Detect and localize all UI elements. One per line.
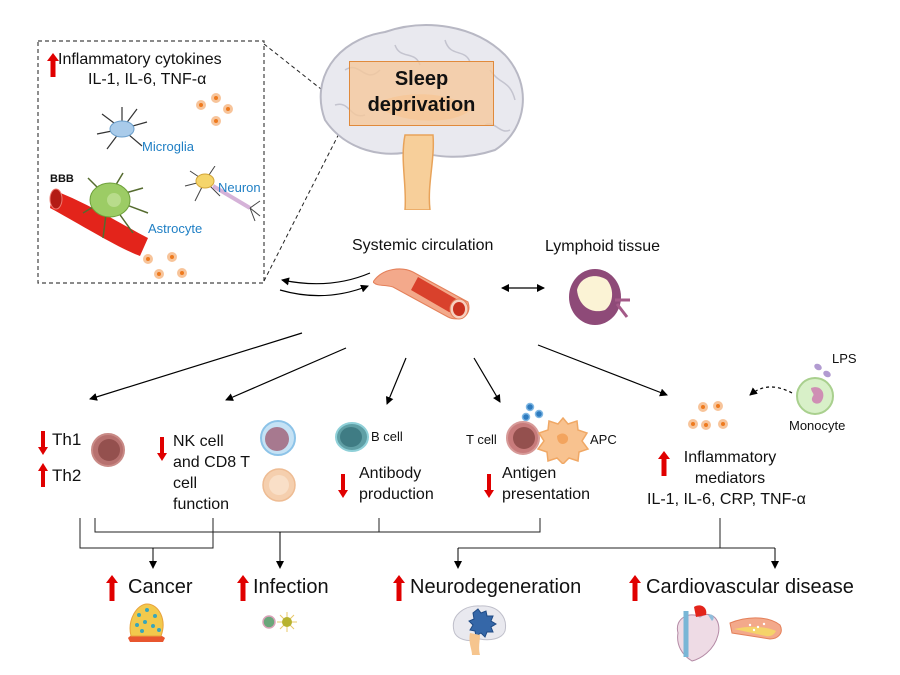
arrow-monocyte — [749, 386, 793, 396]
antibody-line-2: production — [359, 486, 434, 503]
inflammatory-markers: IL-1, IL-6, CRP, TNF-α — [647, 491, 806, 508]
up-arrow-icon — [47, 53, 59, 77]
up-arrow-icon — [658, 451, 670, 476]
microglia-icon — [96, 107, 148, 150]
inflammatory-line-2: mediators — [694, 470, 766, 487]
b-cell-icon — [335, 422, 369, 452]
outcome-cancer: Cancer — [128, 576, 193, 598]
up-arrow-icon — [393, 575, 405, 601]
inset-box — [37, 40, 265, 284]
th2-label: Th2 — [52, 466, 82, 485]
bbb-label: BBB — [50, 173, 74, 185]
cytokine-dots-top — [196, 93, 233, 126]
astrocyte-vessel-icon — [49, 172, 149, 256]
inset-cytokines: IL-1, IL-6, TNF-α — [88, 71, 207, 88]
antigen-line-2: presentation — [502, 486, 591, 503]
lymph-node-icon — [569, 269, 630, 325]
monocyte-icon — [796, 377, 834, 415]
antibody-production-text: Antibody production — [359, 463, 434, 505]
nk-line-2: and CD8 T — [173, 454, 251, 471]
cd8-t-cell-icon — [262, 468, 296, 502]
b-cell-label: B cell — [371, 429, 403, 444]
astrocyte-label: Astrocyte — [148, 221, 203, 236]
arrow-to-circulation — [279, 284, 369, 297]
nk-cell-icon — [260, 420, 296, 456]
nk-line-3: cell — [173, 475, 198, 492]
inflammatory-mediator-dots — [688, 401, 728, 430]
t-helper-cell-icon — [91, 433, 125, 467]
apc-label: APC — [590, 432, 617, 447]
arrow-to-nk — [225, 347, 347, 401]
sleep-deprivation-box — [349, 61, 494, 126]
th1-label: Th1 — [52, 430, 82, 449]
nk-cell-text: NK cell and CD8 T cell function — [173, 431, 250, 515]
arrow-to-inflammatory — [537, 344, 668, 397]
inflammatory-mediators-text: Inflammatory mediators — [665, 447, 795, 489]
up-arrow-icon — [237, 575, 249, 601]
inset-heading: Inflammatory cytokines — [58, 51, 222, 68]
down-arrow-icon — [484, 474, 494, 498]
up-arrow-icon — [106, 575, 118, 601]
down-arrow-icon — [157, 437, 167, 461]
title-text: Sleep deprivation — [367, 68, 476, 116]
brain-icon — [452, 605, 507, 655]
blood-vessel-icon — [373, 268, 470, 320]
pathogen-icon — [262, 612, 297, 632]
arrow-to-bcell — [385, 357, 407, 405]
down-arrow-icon — [38, 431, 48, 455]
antigen-line-1: Antigen — [502, 465, 557, 482]
arrow-to-th — [89, 332, 303, 401]
zoom-line-bottom — [263, 111, 351, 282]
apc-icon — [536, 416, 590, 464]
tumor-icon — [128, 603, 165, 642]
cytokine-dots-bottom — [143, 252, 187, 279]
heart-artery-icon — [676, 605, 782, 662]
bracket-lines — [79, 518, 775, 549]
arrow-to-brain — [281, 272, 371, 286]
up-arrow-icon — [38, 463, 48, 487]
microglia-label: Microglia — [142, 139, 195, 154]
sleep-deprivation-title: Sleep deprivation — [349, 66, 494, 118]
antigen-particles-icon — [521, 402, 544, 422]
antigen-presentation-text: Antigen presentation — [502, 463, 590, 505]
nk-line-1: NK cell — [173, 433, 224, 450]
monocyte-label: Monocyte — [789, 418, 846, 433]
arrow-to-antigen — [473, 357, 501, 403]
outcome-infection: Infection — [253, 576, 329, 598]
t-cell-label: T cell — [466, 432, 497, 447]
up-arrow-icon — [629, 575, 641, 601]
t-cell-icon — [506, 421, 540, 455]
neuron-icon — [184, 166, 261, 222]
lps-label: LPS — [832, 351, 857, 366]
down-arrow-icon — [338, 474, 348, 498]
lps-particles-icon — [814, 363, 831, 378]
outcome-neurodegeneration: Neurodegeneration — [410, 576, 582, 598]
systemic-circulation-label: Systemic circulation — [352, 237, 494, 254]
nk-line-4: function — [173, 496, 230, 513]
outcome-cardiovascular: Cardiovascular disease — [646, 576, 854, 598]
inflammatory-line-1: Inflammatory — [683, 449, 777, 466]
neuron-label: Neuron — [218, 180, 261, 195]
lymphoid-tissue-label: Lymphoid tissue — [545, 238, 661, 255]
antibody-line-1: Antibody — [359, 465, 422, 482]
